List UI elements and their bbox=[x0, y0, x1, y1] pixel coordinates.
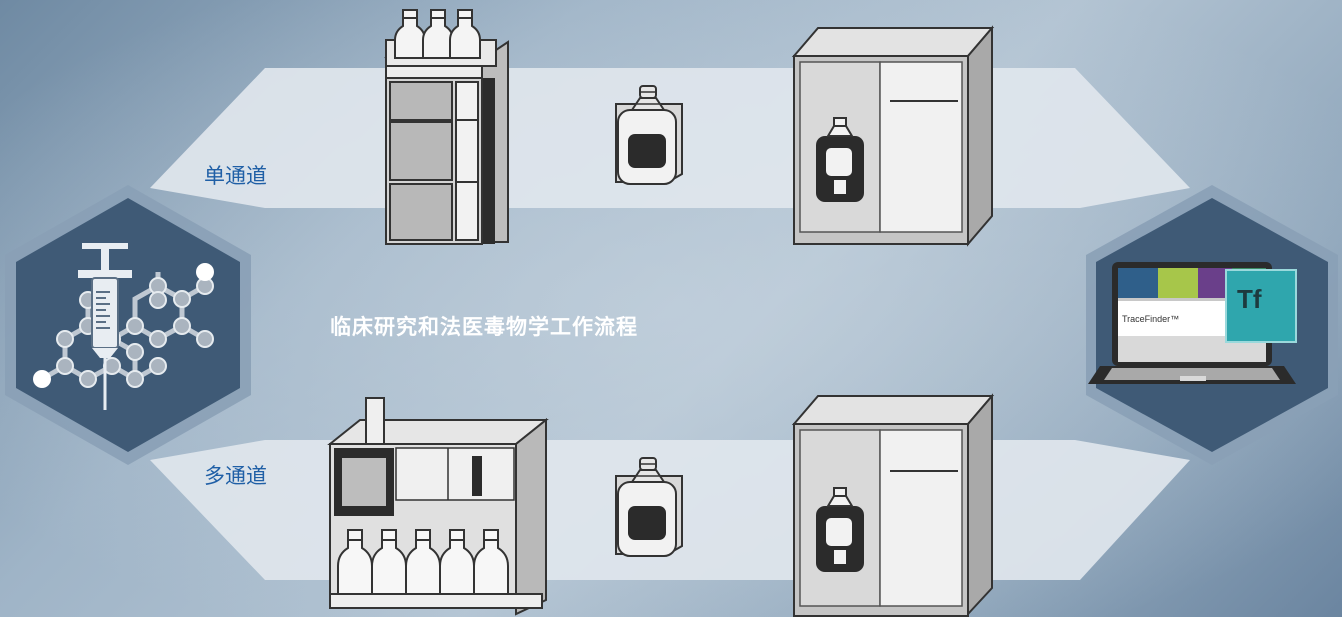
ion-source-icon-2 bbox=[615, 457, 683, 557]
mass-spectrometer-icon bbox=[791, 25, 995, 247]
multichannel-lc-icon bbox=[327, 397, 549, 616]
ion-source-icon bbox=[615, 85, 683, 185]
single-channel-label: 单通道 bbox=[204, 164, 267, 188]
multi-channel-label: 多通道 bbox=[204, 464, 267, 488]
mass-spectrometer-icon-2 bbox=[791, 393, 995, 617]
laptop-tracefinder-icon bbox=[1086, 185, 1338, 465]
tracefinder-logo: Tf bbox=[1237, 284, 1262, 314]
workflow-title: 临床研究和法医毒物学工作流程 bbox=[330, 315, 638, 339]
syringe-molecule-icon bbox=[5, 185, 251, 465]
lc-system-icon bbox=[384, 9, 509, 245]
tracefinder-name: TraceFinder™ bbox=[1122, 314, 1180, 324]
